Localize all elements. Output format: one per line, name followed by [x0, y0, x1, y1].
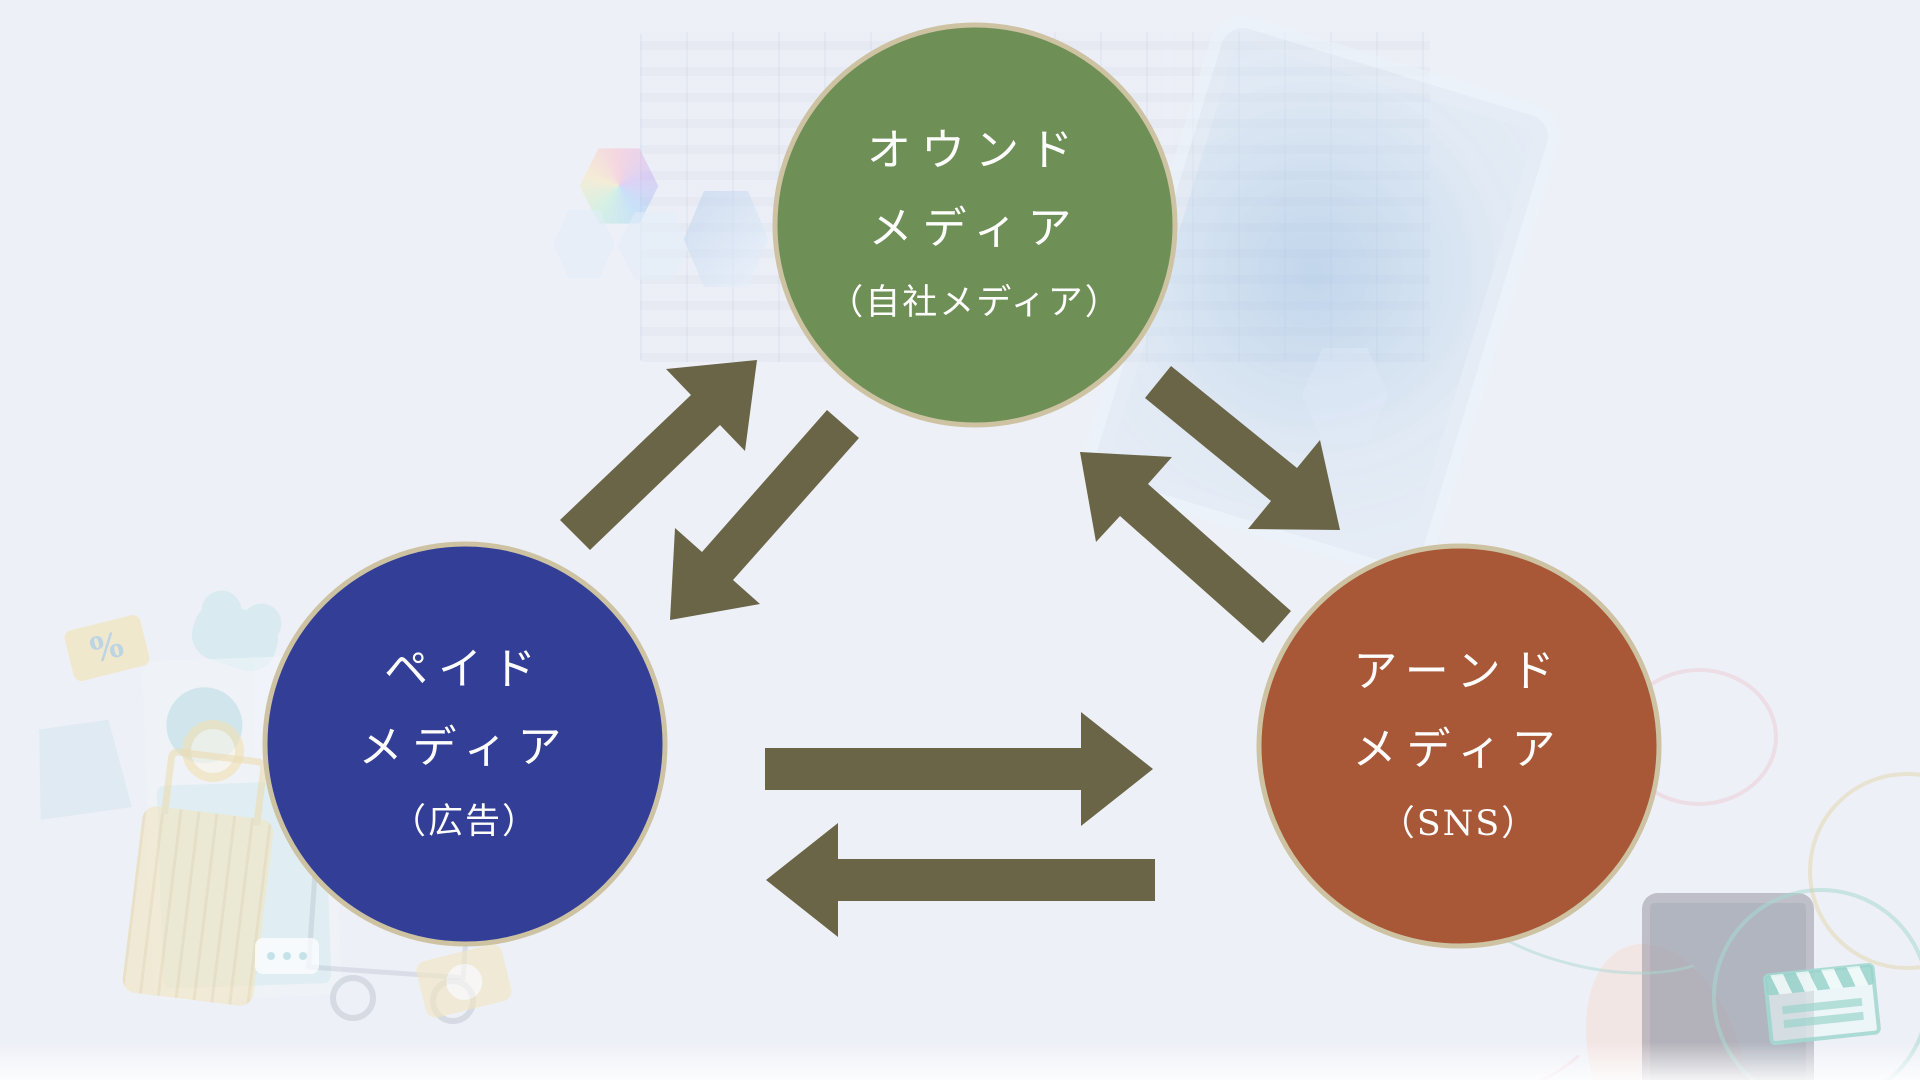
owned-label-line3: （自社メディア） [828, 283, 1122, 323]
node-paid-label: ペイド メディア （広告） [165, 631, 765, 857]
node-earned-label: アーンド メディア （SNS） [1159, 633, 1759, 859]
node-earned-circle [1256, 543, 1662, 949]
arrow-owned-to-earned [1145, 366, 1340, 530]
paid-label-line3: （広告） [390, 802, 539, 842]
paid-label-line2: メディア [358, 722, 572, 773]
arrow-earned-to-paid [766, 823, 1155, 937]
node-paid-circle [262, 541, 668, 947]
arrow-paid-to-earned [765, 712, 1153, 826]
arrow-paid-to-owned [560, 360, 757, 550]
node-owned-label: オウンド メディア （自社メディア） [675, 112, 1275, 338]
arrow-earned-to-owned [1080, 452, 1291, 643]
owned-label-line2: メディア [868, 203, 1082, 254]
earned-label-line1: アーンド [1353, 646, 1565, 697]
owned-label-line1: オウンド [867, 125, 1083, 176]
earned-label-line3: （SNS） [1379, 804, 1539, 844]
earned-label-line2: メディア [1352, 724, 1566, 775]
paid-label-line1: ペイド [384, 644, 546, 695]
arrow-owned-to-paid [670, 410, 859, 620]
node-owned-circle [772, 22, 1178, 428]
